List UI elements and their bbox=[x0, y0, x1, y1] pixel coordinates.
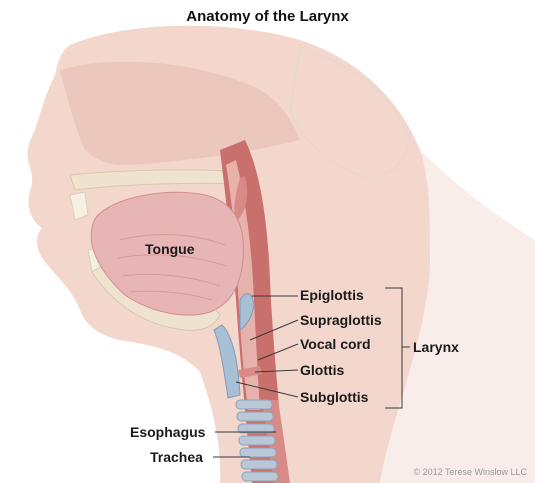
label-trachea: Trachea bbox=[150, 449, 203, 465]
label-tongue: Tongue bbox=[145, 241, 195, 257]
label-vocal-cord: Vocal cord bbox=[300, 336, 371, 352]
label-supraglottis: Supraglottis bbox=[300, 312, 382, 328]
copyright-credit: © 2012 Terese Winslow LLC bbox=[413, 467, 527, 477]
label-epiglottis: Epiglottis bbox=[300, 287, 364, 303]
label-glottis: Glottis bbox=[300, 362, 344, 378]
label-subglottis: Subglottis bbox=[300, 389, 368, 405]
label-larynx: Larynx bbox=[413, 339, 459, 355]
label-esophagus: Esophagus bbox=[130, 424, 205, 440]
